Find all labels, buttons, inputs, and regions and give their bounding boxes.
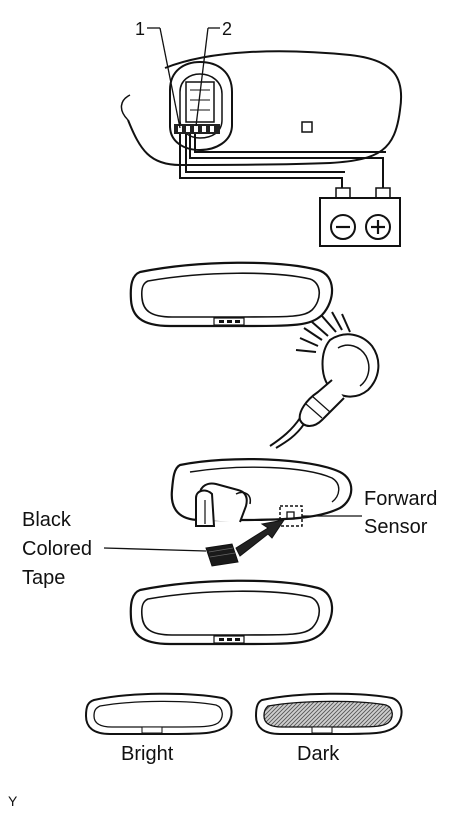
dark-label: Dark	[297, 743, 340, 765]
forward-sensor-label-1: Forward	[364, 488, 437, 510]
callout-2-label: 2	[222, 19, 232, 39]
forward-sensor-marker	[279, 505, 362, 527]
black-tape-leader	[103, 547, 207, 552]
black-tape-label-1: Black	[22, 509, 72, 531]
mirror-back-outline	[127, 50, 403, 167]
callout-2: 2	[195, 19, 232, 127]
battery	[319, 187, 401, 247]
mirror-side-view	[170, 458, 353, 527]
flashlight-icon	[269, 311, 380, 449]
forward-sensor-label-2: Sensor	[364, 516, 428, 538]
mirror-back-square	[301, 121, 313, 133]
corner-mark: Y	[8, 793, 18, 809]
bright-label: Bright	[121, 743, 174, 765]
mirror-front-1	[129, 261, 334, 328]
black-tape-label-2: Colored	[22, 538, 92, 560]
black-tape-label-3: Tape	[22, 567, 65, 589]
callout-1: 1	[135, 19, 181, 129]
black-tape-piece	[205, 543, 239, 567]
mirror-dark	[254, 692, 403, 735]
battery-wires	[179, 134, 386, 192]
mirror-bright	[84, 692, 233, 735]
apply-tape-arrow	[235, 519, 286, 557]
mirror-front-2	[129, 579, 334, 646]
callout-1-label: 1	[135, 19, 145, 39]
mirror-back-assembly	[120, 50, 403, 167]
